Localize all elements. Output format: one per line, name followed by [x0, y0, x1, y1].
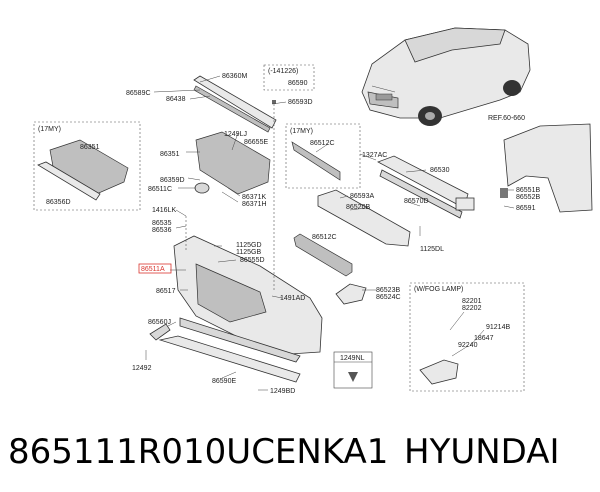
lip-strip — [149, 323, 171, 341]
label-86555d: 86555D — [240, 257, 265, 264]
screw-icon — [348, 372, 358, 382]
label-1327ac: 1327AC — [362, 152, 387, 159]
label-86551b: 86551B — [516, 187, 540, 194]
label-141226: (-141226) — [268, 68, 298, 75]
part-number: 865111R010UCENKA1 — [8, 432, 389, 472]
label-86512c-a: 86512C — [310, 140, 335, 147]
car-illustration — [361, 27, 531, 126]
label-1249bd: 1249BD — [270, 388, 295, 395]
label-86517: 86517 — [156, 288, 176, 295]
label-ref: REF.60-660 — [488, 115, 525, 122]
label-86356d: 86356D — [46, 199, 71, 206]
lower-grille-17my — [291, 141, 341, 181]
label-86511a: 86511A — [141, 266, 165, 273]
label-86536: 86536 — [152, 227, 172, 234]
label-1125gb: 1125GB — [236, 249, 261, 256]
label-86351-b: 86351 — [160, 151, 180, 158]
label-86593a: 86593A — [350, 193, 374, 200]
caption-bar: 865111R010UCENKA1 HYUNDAI — [0, 424, 600, 484]
label-86552b: 86552B — [516, 194, 540, 201]
label-1416lk: 1416LK — [152, 207, 176, 214]
label-82201: 82201 — [462, 298, 482, 305]
label-1491ad: 1491AD — [280, 295, 305, 302]
parts-diagram: 86360M (-141226) 86590 86589C 86438 8659… — [33, 27, 593, 395]
fender-ref — [500, 123, 593, 213]
label-fog: (W/FOG LAMP) — [414, 286, 463, 293]
label-1249nl: 1249NL — [340, 355, 365, 362]
label-86560j: 86560J — [148, 319, 171, 326]
label-86589c: 86589C — [126, 90, 151, 97]
grille-17my — [37, 139, 129, 201]
highlight-box-86511a — [138, 263, 172, 274]
front-bumper-cover — [173, 235, 323, 363]
label-86524c: 86524C — [376, 294, 401, 301]
label-86570d: 86570D — [404, 198, 429, 205]
absorber — [317, 189, 411, 247]
label-86590: 86590 — [288, 80, 308, 87]
part-labels: 86360M (-141226) 86590 86589C 86438 8659… — [38, 68, 540, 395]
label-86511c: 86511C — [148, 186, 172, 193]
label-86371k: 86371K — [242, 194, 266, 201]
radiator-grille — [194, 131, 271, 195]
label-86655e: 86655E — [244, 139, 268, 146]
label-1125dl: 1125DL — [420, 246, 444, 253]
label-86360m: 86360M — [222, 73, 247, 80]
label-86523b: 86523B — [376, 287, 400, 294]
box-fog-lamp — [409, 282, 525, 392]
fog-lamp — [419, 359, 459, 385]
label-86359d: 86359D — [160, 177, 185, 184]
label-86593d: 86593D — [288, 99, 313, 106]
label-17my-b: (17MY) — [290, 128, 313, 135]
label-86371h: 86371H — [242, 201, 267, 208]
fog-lamp-bezel — [335, 283, 367, 305]
label-86438: 86438 — [166, 96, 186, 103]
label-12492: 12492 — [132, 365, 152, 372]
lower-lip — [158, 335, 301, 383]
lower-grille — [293, 233, 353, 277]
label-82202: 82202 — [462, 305, 482, 312]
brand-name: HYUNDAI — [404, 432, 560, 472]
label-86512c-b: 86512C — [312, 234, 337, 241]
box-17my-left — [33, 121, 141, 211]
leader-lines — [145, 75, 515, 391]
upper-grille-bar — [193, 75, 277, 133]
box-141226 — [263, 64, 315, 91]
box-17my-middle — [285, 123, 361, 189]
label-92240: 92240 — [458, 342, 478, 349]
label-1125gd: 1125GD — [236, 242, 262, 249]
label-86535: 86535 — [152, 220, 172, 227]
label-86590e: 86590E — [212, 378, 236, 385]
label-17my-a: (17MY) — [38, 126, 61, 133]
label-91214b: 91214B — [486, 324, 510, 331]
label-86520b: 86520B — [346, 204, 370, 211]
label-86530: 86530 — [430, 167, 450, 174]
label-18647: 18647 — [474, 335, 494, 342]
label-86591: 86591 — [516, 205, 536, 212]
label-1249lj: 1249LJ — [224, 131, 247, 138]
bumper-beam — [377, 155, 475, 219]
label-86351-a: 86351 — [80, 144, 100, 151]
